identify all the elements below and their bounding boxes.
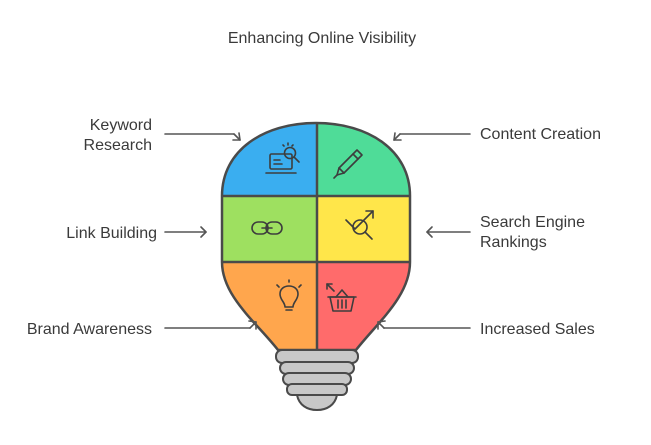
- label-keyword-research-line1: Keyword: [90, 117, 152, 134]
- bulb-base: [275, 349, 359, 412]
- chain-link-icon: [251, 221, 283, 235]
- segment-link-building: [222, 196, 317, 262]
- arrow-keyword-research: [164, 132, 241, 141]
- arrow-search-engine-rankings: [426, 226, 471, 238]
- arrow-link-building: [164, 226, 207, 238]
- pencil-icon: [333, 149, 363, 179]
- arrow-content-creation: [393, 132, 471, 141]
- segment-keyword-research: [222, 123, 317, 196]
- segment-search-engine-rankings: [317, 196, 410, 262]
- label-content-creation: Content Creation: [480, 126, 601, 143]
- laptop-magnifier-icon: [265, 142, 300, 174]
- label-brand-awareness: Brand Awareness: [27, 321, 152, 338]
- label-link-building: Link Building: [66, 225, 157, 242]
- label-search-engine-rankings-line1: Search Engine: [480, 214, 585, 231]
- shopping-basket-icon: [326, 283, 357, 312]
- segment-increased-sales: [317, 262, 410, 350]
- arrow-increased-sales: [377, 320, 471, 330]
- label-search-engine-rankings-line2: Rankings: [480, 234, 547, 251]
- trend-magnifier-icon: [345, 210, 374, 240]
- lightbulb-icon: [276, 279, 302, 311]
- label-increased-sales: Increased Sales: [480, 321, 595, 338]
- arrow-brand-awareness: [164, 320, 257, 330]
- diagram-title: Enhancing Online Visibility: [228, 30, 416, 47]
- segment-brand-awareness: [222, 262, 317, 350]
- bulb-outline: [220, 121, 412, 352]
- label-keyword-research-line2: Research: [84, 137, 152, 154]
- segment-content-creation: [317, 123, 410, 196]
